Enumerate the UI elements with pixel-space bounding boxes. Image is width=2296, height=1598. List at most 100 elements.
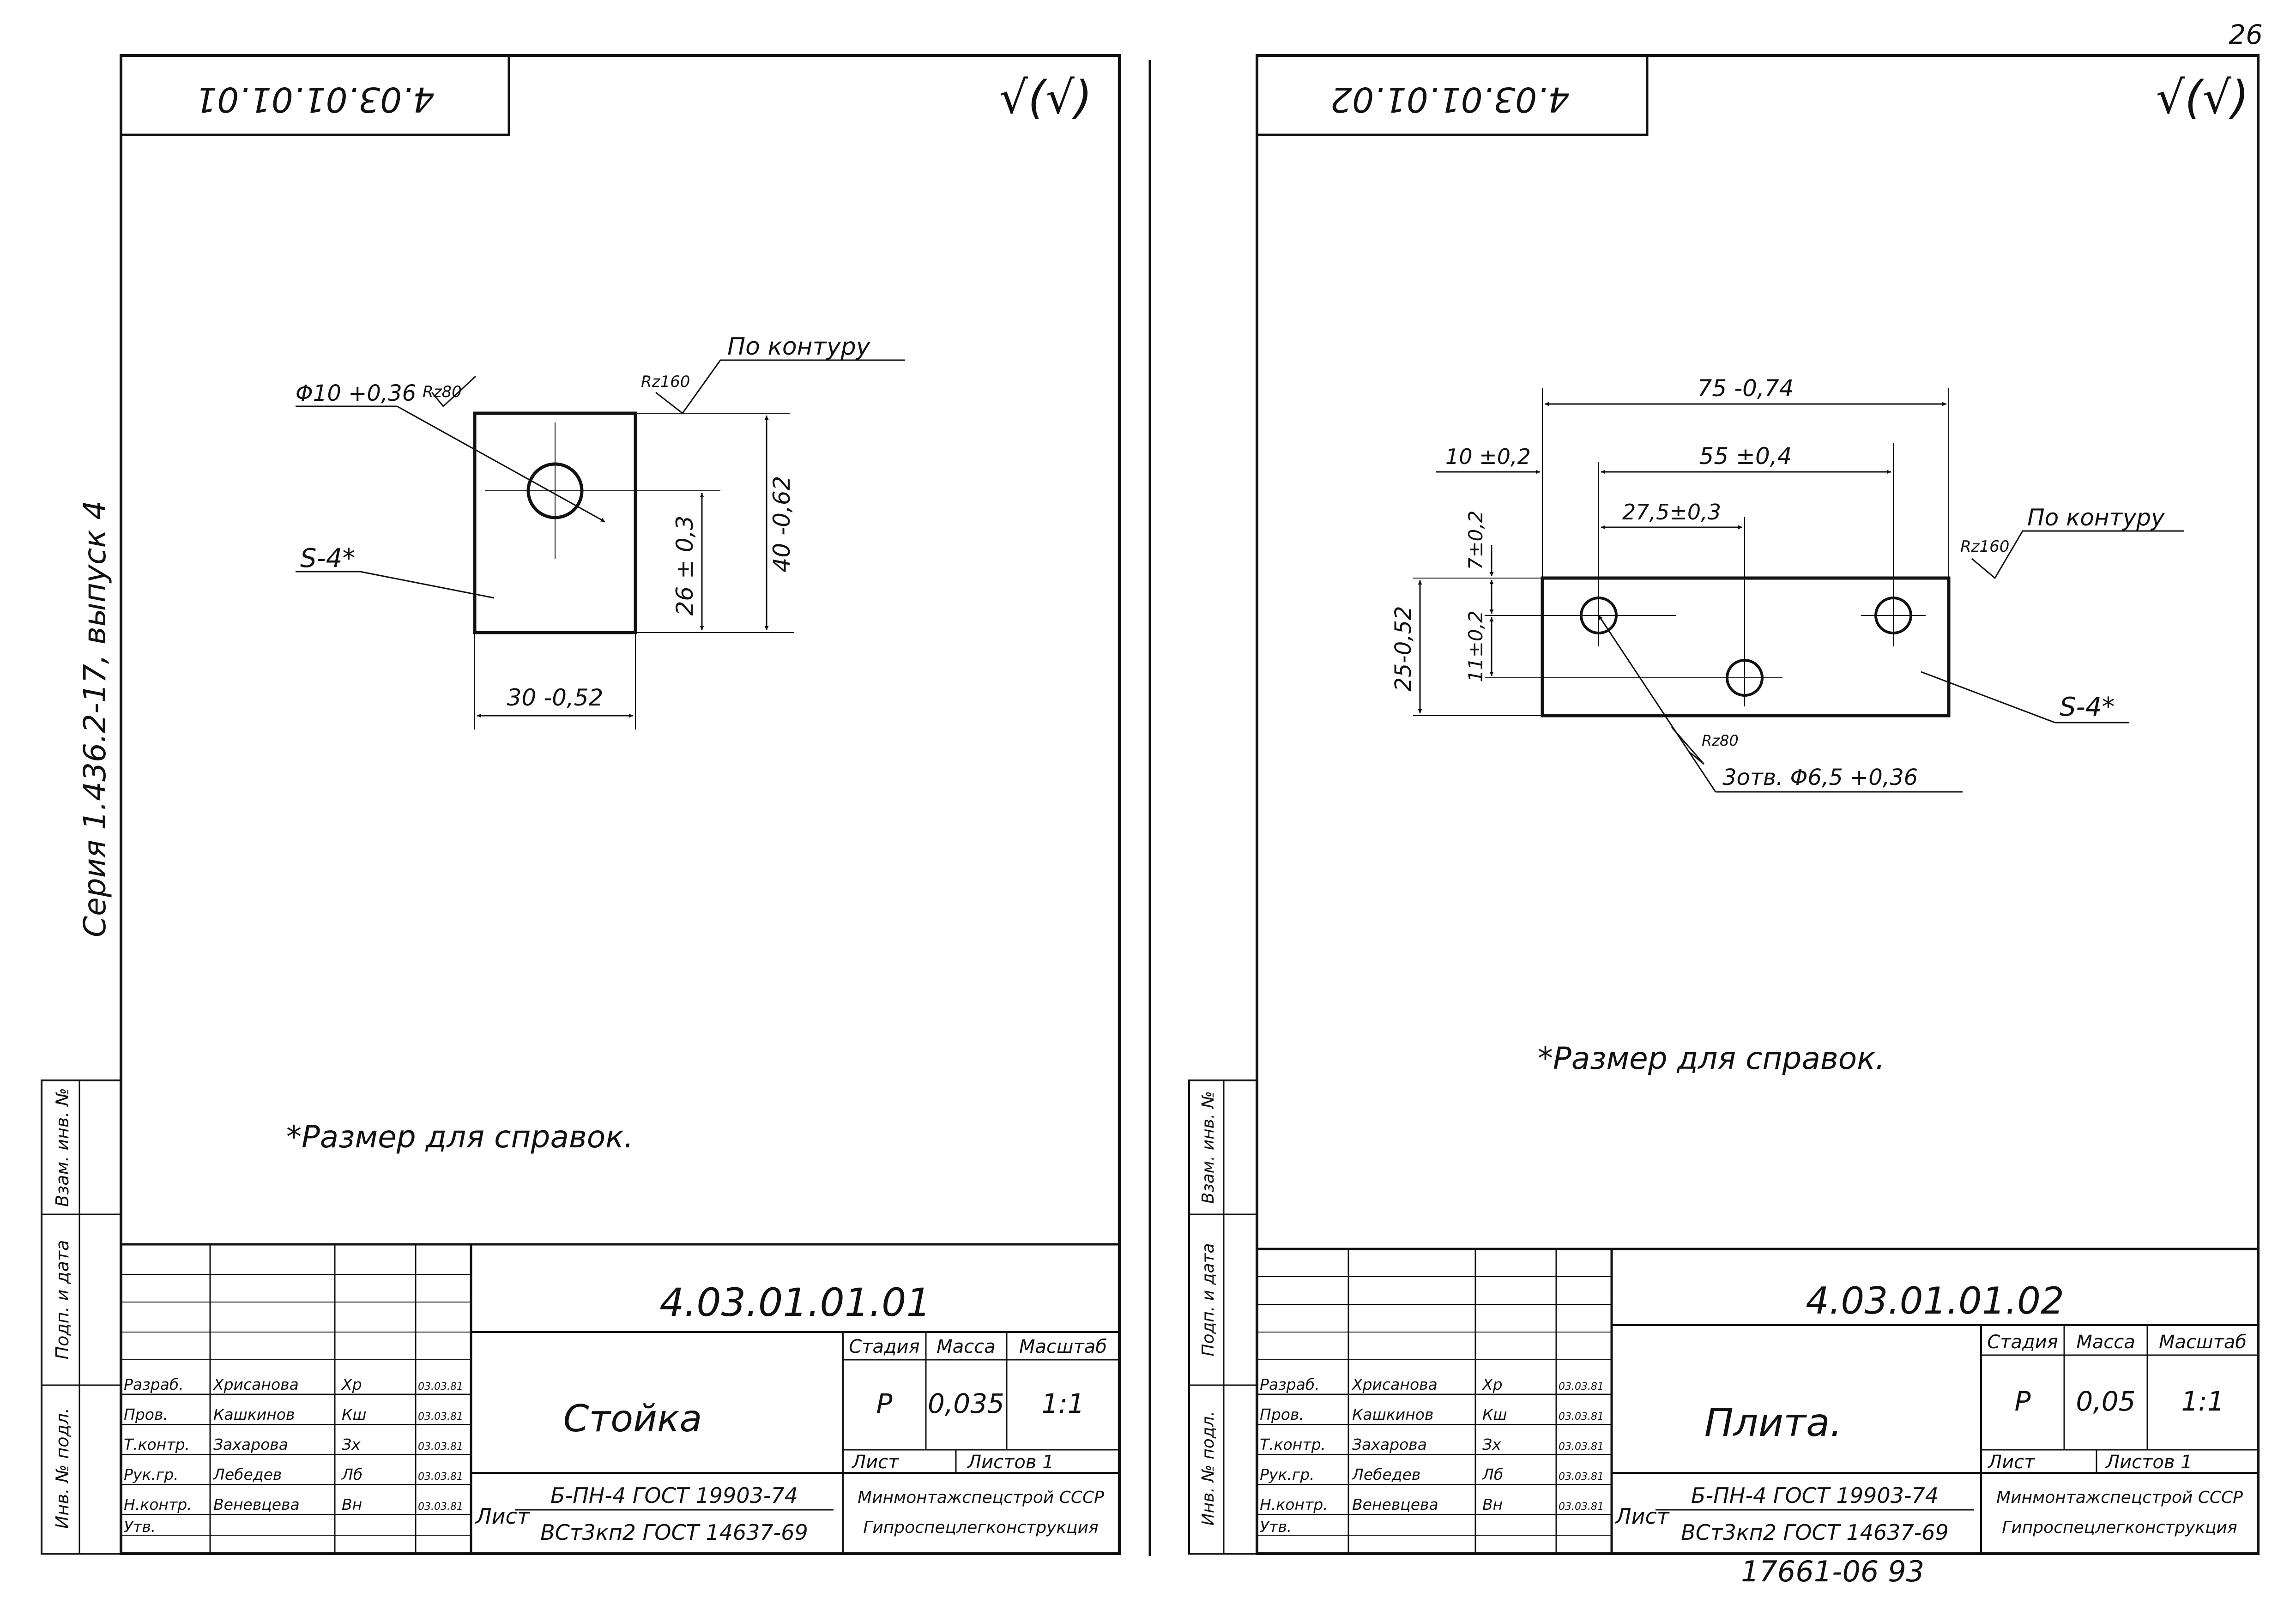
material-label-2: Лист: [1614, 1504, 1670, 1529]
side-strip-1: Инв. № подл. Подп. и дата Взам. инв. №: [41, 1079, 122, 1555]
title-block-2: 4.03.01.01.02 Плита. Стадия Масса Масшта…: [1256, 1248, 2260, 1555]
org-2-line-2: Гипроспецлегконструкция: [2002, 1518, 2237, 1537]
hole-height-dim-1: 26 ± 0,3: [671, 516, 698, 616]
title-block-1: 4.03.01.01.01 Стойка Стадия Масса Масшта…: [120, 1243, 1121, 1555]
mass-label-2: Масса: [2076, 1332, 2135, 1353]
roughness-symbol-1: √(√): [999, 72, 1092, 124]
width-dim-1: 30 -0,52: [507, 684, 604, 711]
part-name-2: Плита.: [1704, 1400, 1843, 1445]
role-1-3: Рук.гр.: [124, 1465, 179, 1483]
sign-1-2: Зх: [342, 1435, 361, 1453]
person-2-4: Веневцева: [1352, 1495, 1438, 1514]
holes-dim-2: 3отв. Φ6,5 +0,36: [1722, 765, 1918, 790]
part-drawing-2: 75 -0,74 55 ±0,4 10 ±0,2 27,5±0,3 25-0,5…: [1390, 375, 2184, 793]
sign-1-1: Кш: [342, 1405, 367, 1423]
material-2-line-1: Б-ПН-4 ГОСТ 19903-74: [1691, 1483, 1939, 1508]
role-1-0: Разраб.: [124, 1375, 184, 1393]
height-dim-1: 40 -0,62: [768, 476, 795, 573]
person-2-1: Кашкинов: [1352, 1405, 1433, 1423]
stage-label-2: Стадия: [1987, 1332, 2058, 1353]
person-2-3: Лебедев: [1352, 1465, 1420, 1483]
stamp-box-1: [120, 54, 510, 136]
sheets-count-1: Листов 1: [967, 1452, 1054, 1473]
sign-2-0: Хр: [1481, 1375, 1503, 1393]
side2-label-replace: Взам. инв. №: [1199, 1091, 1218, 1204]
sheet-1: 4.03.01.01.01 √(√) Инв. № подл. Подп. и …: [41, 54, 1121, 1555]
date-1-2: 03.03.81: [418, 1441, 463, 1453]
stamp-code-2: 4.03.01.01.02: [1330, 79, 1570, 119]
org-2-line-1: Минмонтажспецстрой СССР: [1996, 1488, 2243, 1507]
stage-value-2: Р: [2015, 1386, 2031, 1417]
reference-note-2: *Размер для справок.: [1538, 1041, 1885, 1076]
role-2-5: Утв.: [1260, 1518, 1292, 1536]
date-1-1: 03.03.81: [418, 1411, 463, 1423]
contour-roughness-1: Rz160: [641, 373, 690, 391]
person-1-4: Веневцева: [213, 1495, 300, 1514]
doc-code-1: 4.03.01.01.01: [659, 1280, 931, 1325]
scale-value-2: 1:1: [2181, 1386, 2224, 1417]
series-label: Серия 1.436.2-17, выпуск 4: [77, 501, 113, 937]
role-2-2: Т.контр.: [1260, 1435, 1326, 1453]
sign-1-0: Хр: [341, 1375, 362, 1393]
hole-roughness-1: Rz80: [423, 383, 462, 401]
hole-roughness-2: Rz80: [1702, 732, 1739, 749]
contour-label-1: По контуру: [727, 333, 871, 361]
part-outline-2: [1541, 576, 1951, 718]
archive-number: 17661-06 93: [1741, 1555, 1924, 1588]
side2-label-sign: Подп. и дата: [1199, 1243, 1218, 1356]
date-1-3: 03.03.81: [418, 1471, 463, 1483]
sheet-label-1: Лист: [851, 1452, 900, 1473]
date-2-2: 03.03.81: [1559, 1441, 1604, 1453]
corner-page-number: 26: [2229, 19, 2263, 50]
date-2-1: 03.03.81: [1559, 1411, 1604, 1423]
material-1-line-1: Б-ПН-4 ГОСТ 19903-74: [550, 1483, 798, 1508]
roughness-symbol-2: √(√): [2156, 72, 2249, 124]
date-1-4: 03.03.81: [418, 1501, 463, 1513]
stamp-box-2: [1256, 54, 1649, 136]
person-1-3: Лебедев: [213, 1465, 282, 1483]
offset-dim-2: 10 ±0,2: [1445, 444, 1531, 469]
doc-code-2: 4.03.01.01.02: [1806, 1279, 2064, 1322]
stamp-code-1: 4.03.01.01.01: [195, 79, 435, 119]
role-2-1: Пров.: [1260, 1405, 1304, 1423]
sign-1-3: Лб: [341, 1465, 363, 1483]
org-1-line-2: Гипроспецлегконструкция: [863, 1518, 1098, 1537]
person-2-0: Хрисанова: [1351, 1375, 1438, 1393]
mass-label-1: Масса: [937, 1336, 996, 1357]
material-2-line-2: ВСт3кп2 ГОСТ 14637-69: [1681, 1520, 1949, 1545]
sheets-count-2: Листов 1: [2105, 1452, 2193, 1473]
date-2-4: 03.03.81: [1559, 1501, 1604, 1513]
date-2-0: 03.03.81: [1559, 1381, 1604, 1393]
scale-value-1: 1:1: [1041, 1388, 1084, 1419]
contour-roughness-2: Rz160: [1960, 537, 2009, 556]
material-1-line-2: ВСт3кп2 ГОСТ 14637-69: [540, 1520, 808, 1545]
part-drawing-1: Φ10 +0,36 Rz80 Rz160 По контуру S-4* 40 …: [296, 333, 905, 730]
scale-label-1: Масштаб: [1019, 1336, 1107, 1357]
top-dim-2: 7±0,2: [1464, 511, 1487, 570]
person-1-2: Захарова: [213, 1435, 288, 1453]
height-dim-2: 25-0,52: [1390, 606, 1416, 691]
date-2-3: 03.03.81: [1559, 1471, 1604, 1483]
part-name-1: Стойка: [563, 1397, 702, 1440]
role-2-0: Разраб.: [1260, 1375, 1320, 1393]
sign-2-4: Вн: [1482, 1495, 1503, 1514]
stage-value-1: Р: [876, 1388, 893, 1419]
side-strip-2: Инв. № подл. Подп. и дата Взам. инв. №: [1188, 1079, 1258, 1555]
hole-dim-1: Φ10 +0,36: [296, 380, 416, 406]
org-1-line-1: Минмонтажспецстрой СССР: [858, 1488, 1104, 1507]
spacing-small-dim-2: 27,5±0,3: [1622, 500, 1721, 525]
material-label-1: Лист: [475, 1504, 530, 1529]
mass-value-1: 0,035: [928, 1388, 1004, 1419]
date-1-0: 03.03.81: [418, 1381, 463, 1393]
person-2-2: Захарова: [1352, 1435, 1427, 1453]
side-label-replace: Взам. инв. №: [52, 1088, 73, 1207]
middle-dim-2: 11±0,2: [1464, 610, 1487, 682]
stage-label-1: Стадия: [849, 1336, 919, 1357]
side-label-sign: Подп. и дата: [52, 1240, 73, 1360]
sheet-2: 4.03.01.01.02 √(√) Инв. № подл. Подп. и …: [1188, 54, 2260, 1555]
sign-2-1: Кш: [1482, 1405, 1507, 1423]
side2-label-inv: Инв. № подл.: [1199, 1411, 1218, 1526]
role-1-1: Пров.: [124, 1405, 168, 1423]
role-2-3: Рук.гр.: [1260, 1465, 1315, 1483]
